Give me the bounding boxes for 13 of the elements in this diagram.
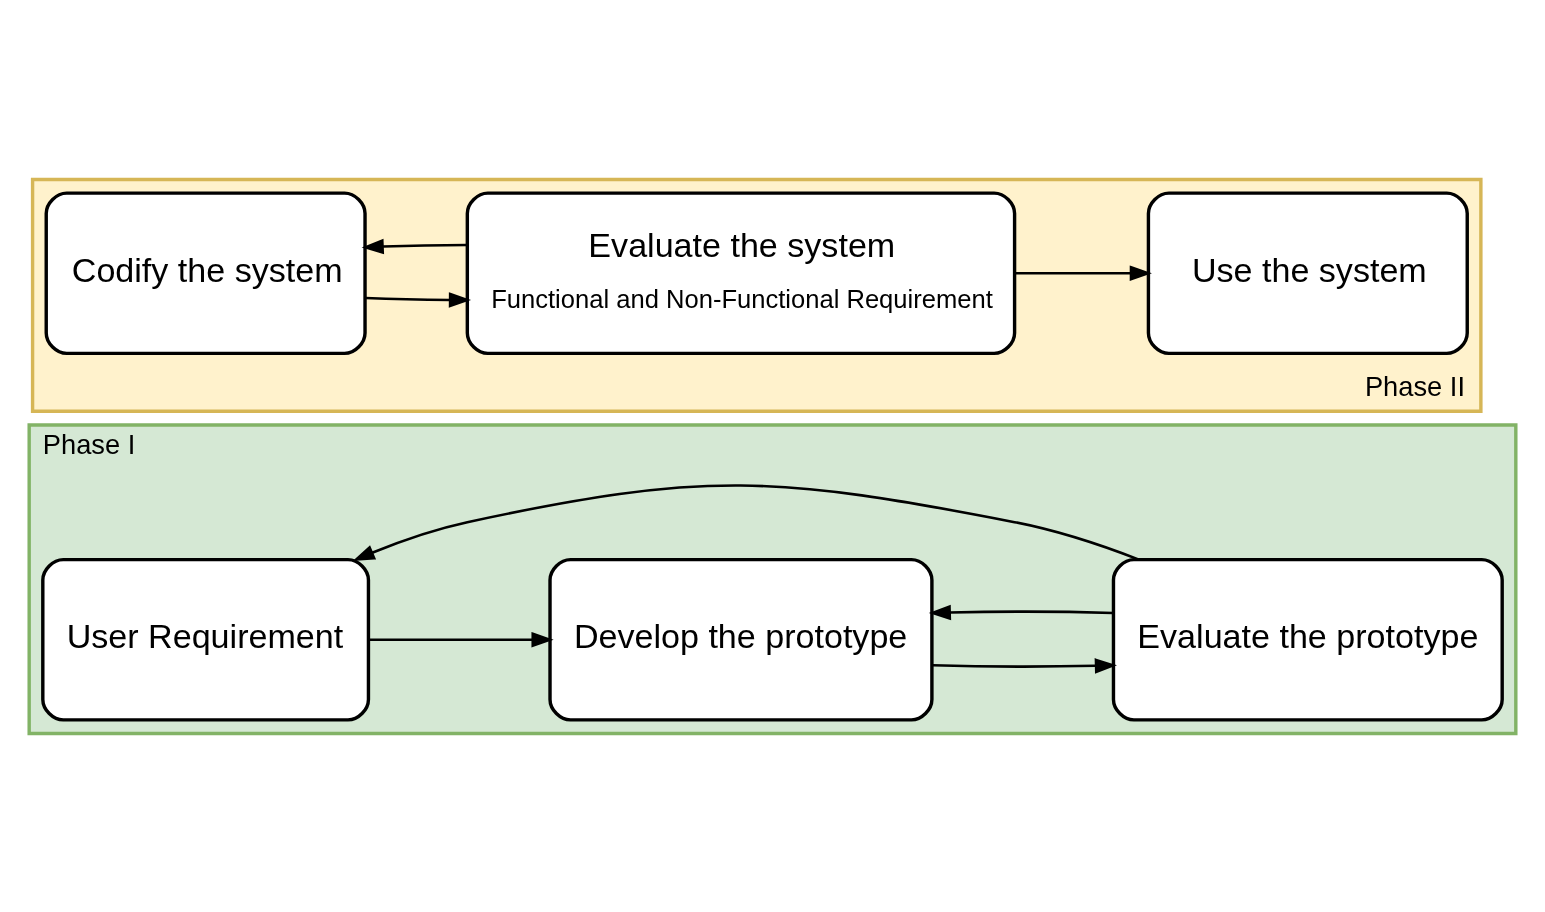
arrow — [928, 604, 1114, 620]
node-box: Codify the system — [44, 190, 367, 355]
arrow — [365, 291, 472, 308]
arrow — [1015, 264, 1152, 281]
node-box: User Requirement — [41, 557, 371, 722]
arrow — [352, 483, 1139, 561]
arrow — [932, 657, 1117, 674]
arrow — [361, 238, 468, 254]
node-box: Develop the prototype — [548, 557, 934, 722]
node-box: Evaluate the prototype — [1111, 557, 1504, 722]
arrow — [369, 631, 554, 648]
node-box: Evaluate the system Functional and Non-Functional Requirement — [465, 190, 1017, 355]
node-box: Use the system — [1146, 190, 1469, 355]
